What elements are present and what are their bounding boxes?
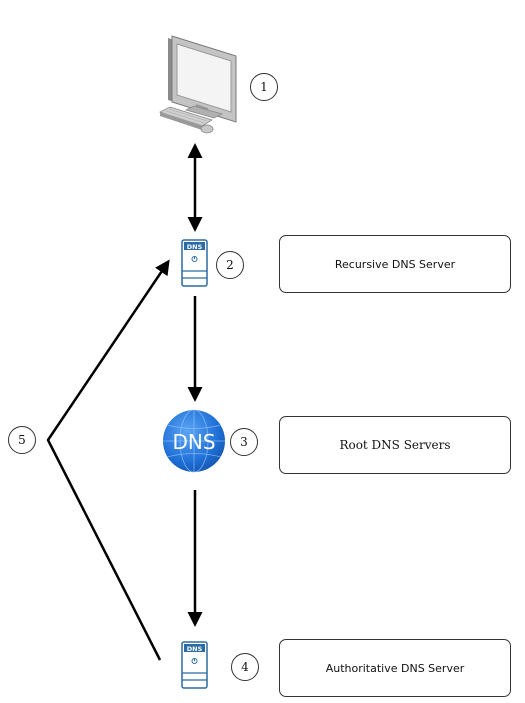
root-dns-servers-label: Root DNS Servers [279,416,511,474]
globe-text: DNS [172,430,215,454]
recursive-dns-server-icon: DNS [181,239,208,287]
server-tag-text: DNS [187,645,203,653]
computer-icon [158,35,237,134]
step-number-4: 4 [231,653,259,681]
arrow-authoritative-recursive [46,259,170,661]
step-number-3: 3 [230,428,258,456]
authoritative-dns-server-label: Authoritative DNS Server [279,639,511,697]
server-tag-text: DNS [187,243,203,251]
recursive-dns-server-label: Recursive DNS Server [279,235,511,293]
step-number-2: 2 [216,251,244,279]
step-number-1: 1 [250,73,278,101]
step-number-5: 5 [8,426,36,454]
authoritative-dns-server-icon: DNS [181,641,208,689]
root-dns-globe-icon: DNS [163,409,225,473]
